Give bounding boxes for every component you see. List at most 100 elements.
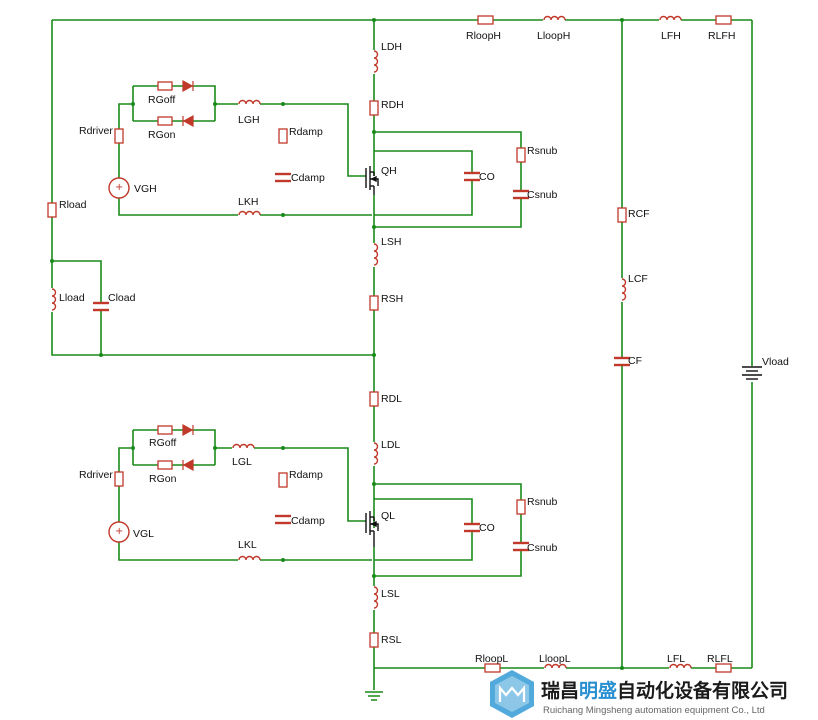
label-LKH: LKH: [238, 196, 258, 208]
company-logo: 瑞昌明盛自动化设备有限公司 Ruichang Mingsheng automat…: [490, 670, 788, 718]
label-RGon-low: RGon: [149, 473, 177, 485]
label-RGoff-low: RGoff: [149, 437, 176, 449]
diode-off-high: [182, 79, 194, 93]
label-RDH: RDH: [381, 99, 404, 111]
inductor-LKH: [238, 208, 261, 217]
resistor-RGoff-low: [157, 425, 173, 435]
company-name-en: Ruichang Mingsheng automation equipment …: [543, 705, 765, 716]
svg-text:+: +: [115, 182, 123, 193]
label-Rdamp-low: Rdamp: [289, 469, 323, 481]
resistor-Rload: [47, 202, 57, 218]
logo-mark-icon: [490, 670, 534, 718]
resistor-RCF: [617, 207, 627, 223]
resistor-Rsnub-high: [516, 147, 526, 163]
label-Rsnub-high: Rsnub: [527, 145, 558, 157]
label-CO-high: CO: [479, 171, 495, 183]
label-CF: CF: [628, 355, 642, 367]
svg-text:+: +: [115, 526, 123, 537]
label-RGoff-high: RGoff: [148, 94, 175, 106]
label-LGL: LGL: [232, 456, 252, 468]
resistor-RGoff-high: [157, 81, 173, 91]
resistor-RloopL: [484, 663, 501, 673]
capacitor-CO-low: [463, 522, 481, 533]
label-LloopL: LloopL: [539, 653, 571, 665]
label-Rdamp-high: Rdamp: [289, 126, 323, 138]
inductor-LloopH: [543, 13, 566, 21]
label-Csnub-low: Csnub: [527, 542, 558, 554]
label-RLFH: RLFH: [708, 30, 735, 42]
label-CO-low: CO: [479, 522, 495, 534]
resistor-Rdamp-low: [278, 472, 288, 488]
label-RGon-high: RGon: [148, 129, 176, 141]
label-LGH: LGH: [238, 114, 260, 126]
label-LSL: LSL: [381, 588, 400, 600]
inductor-LDL: [368, 442, 380, 466]
label-LSH: LSH: [381, 236, 401, 248]
diode-off-low: [182, 423, 194, 437]
company-name-cn-accent: 明盛: [579, 679, 617, 702]
label-LCF: LCF: [628, 273, 648, 285]
label-LDL: LDL: [381, 439, 400, 451]
inductor-LKL: [238, 553, 261, 562]
inductor-LFL: [669, 661, 692, 669]
label-QH: QH: [381, 165, 397, 177]
label-LKL: LKL: [238, 539, 257, 551]
capacitor-Csnub-low: [512, 541, 530, 552]
source-VGL: +: [108, 521, 130, 543]
label-RloopH: RloopH: [466, 30, 501, 42]
label-LloopH: LloopH: [537, 30, 570, 42]
capacitor-CO-high: [463, 171, 481, 182]
inductor-LSH: [368, 243, 380, 267]
mosfet-QL: [365, 511, 379, 547]
label-Rdriver-high: Rdriver: [79, 125, 113, 137]
label-QL: QL: [381, 510, 395, 522]
label-Csnub-high: Csnub: [527, 189, 558, 201]
resistor-Rdamp-high: [278, 128, 288, 144]
capacitor-Cdamp-high: [274, 172, 292, 183]
resistor-RloopH: [477, 15, 494, 25]
svg-text:瑞昌明盛自动化设备有限公司: 瑞昌明盛自动化设备有限公司: [541, 679, 788, 702]
label-RSH: RSH: [381, 293, 403, 305]
diode-on-high: [182, 114, 194, 128]
junctions: [50, 18, 624, 670]
resistor-Rdriver-high: [114, 128, 124, 144]
label-RSL: RSL: [381, 634, 402, 646]
battery-Vload: [740, 366, 764, 382]
label-RCF: RCF: [628, 208, 650, 220]
mosfet-QH: [365, 166, 379, 195]
diode-on-low: [182, 458, 194, 472]
resistor-RSL: [369, 632, 379, 648]
resistor-RDL: [369, 391, 379, 407]
label-RLFL: RLFL: [707, 653, 733, 665]
resistor-RGon-high: [157, 116, 173, 126]
label-Vload: Vload: [762, 356, 789, 368]
inductor-LDH: [368, 50, 380, 74]
resistor-Rsnub-low: [516, 499, 526, 515]
resistor-RSH: [369, 295, 379, 311]
label-Cdamp-low: Cdamp: [291, 515, 325, 527]
company-name-cn-2: 自动化设备有限公司: [617, 679, 788, 702]
inductor-Lload: [46, 288, 58, 312]
label-Cdamp-high: Cdamp: [291, 172, 325, 184]
inductor-LSL: [368, 586, 380, 610]
inductor-LGH: [238, 97, 261, 105]
resistor-RDH: [369, 100, 379, 116]
label-RDL: RDL: [381, 393, 402, 405]
inductor-LloopL: [544, 661, 567, 669]
company-name-cn-1: 瑞昌: [541, 679, 579, 702]
label-Lload: Lload: [59, 292, 85, 304]
label-LFL: LFL: [667, 653, 685, 665]
inductor-LFH: [659, 13, 682, 21]
label-Rdriver-low: Rdriver: [79, 469, 113, 481]
label-VGH: VGH: [134, 183, 157, 195]
label-LFH: LFH: [661, 30, 681, 42]
label-RloopL: RloopL: [475, 653, 508, 665]
label-Rsnub-low: Rsnub: [527, 496, 558, 508]
label-Cload: Cload: [108, 292, 136, 304]
source-VGH: +: [108, 177, 130, 199]
resistor-RLFL: [715, 663, 732, 673]
resistor-RLFH: [715, 15, 732, 25]
label-VGL: VGL: [133, 528, 154, 540]
label-Rload: Rload: [59, 199, 87, 211]
